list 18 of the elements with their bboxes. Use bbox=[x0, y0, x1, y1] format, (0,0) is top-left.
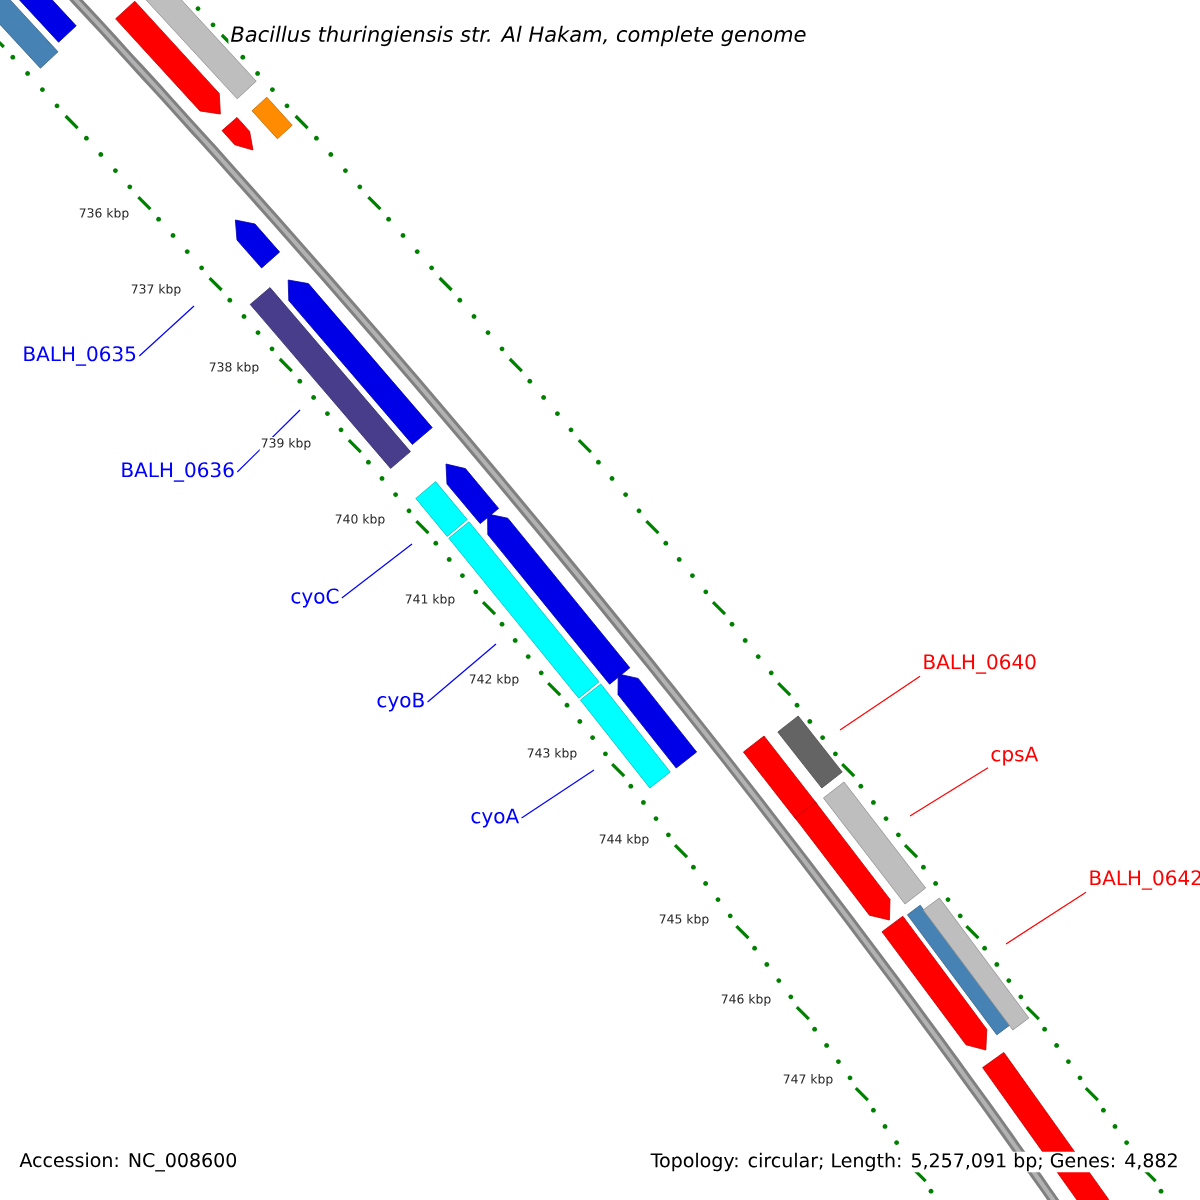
gene-label: BALH_0642 bbox=[1090, 870, 1200, 890]
title: Bacillus thuringiensis str. Al Hakam, complete genome bbox=[228, 23, 809, 49]
leader-line bbox=[341, 543, 413, 599]
leader-line bbox=[1005, 891, 1087, 945]
leader-line bbox=[520, 769, 595, 819]
leader-line bbox=[427, 643, 497, 703]
gene-label: BALH_0636 bbox=[122, 462, 234, 482]
gene-label: cyoC bbox=[291, 588, 339, 608]
leader-line bbox=[138, 305, 195, 357]
gene-label: BALH_0640 bbox=[924, 654, 1036, 674]
leader-line bbox=[909, 767, 989, 817]
leader-line bbox=[839, 675, 921, 731]
gene-label: cyoA bbox=[471, 808, 519, 828]
gene-label: cyoB bbox=[377, 692, 424, 712]
accession-text: Accession: NC_008600 bbox=[18, 1151, 239, 1173]
gene-label: BALH_0635 bbox=[24, 346, 136, 366]
topology-text: Topology: circular; Length: 5,257,091 bp; Genes: 4,882 bbox=[649, 1151, 1180, 1173]
gene-label: cpsA bbox=[991, 746, 1039, 766]
